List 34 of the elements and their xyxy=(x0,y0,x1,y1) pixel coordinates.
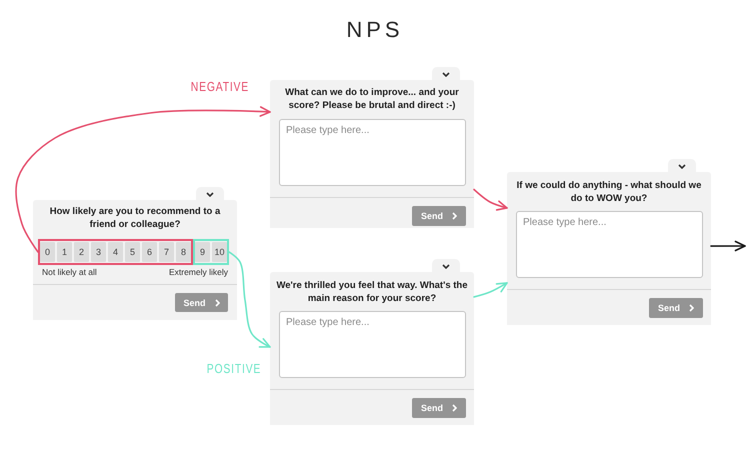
edge-label: POSITIVE xyxy=(206,361,262,376)
arrow xyxy=(228,251,271,348)
question-text: How likely are you to recommend to a friend or colleague? xyxy=(48,205,222,231)
score-button: 4 xyxy=(108,242,123,262)
score-button: 7 xyxy=(159,242,174,262)
highlight-frame xyxy=(193,239,229,265)
score-button: 0 xyxy=(40,242,55,262)
text-input-field: Please type here... xyxy=(279,311,466,378)
send-button: Send xyxy=(412,398,466,418)
question-text: What can we do to improve... and your score? Please be brutal and direct :-) xyxy=(284,86,460,112)
question-text: We're thrilled you feel that way. What's the main reason for your score? xyxy=(276,279,468,305)
score-button: 2 xyxy=(74,242,89,262)
score-button: 9 xyxy=(195,242,210,262)
title: NPS xyxy=(346,16,404,44)
text-input-field: Please type here... xyxy=(279,119,466,186)
score-button: 5 xyxy=(125,242,140,262)
score-button: 8 xyxy=(176,242,191,262)
send-button: Send xyxy=(175,293,228,312)
arrow xyxy=(15,106,271,253)
score-button: 10 xyxy=(212,242,227,262)
edge-label: NEGATIVE xyxy=(190,79,250,94)
scale-label: Not likely at all xyxy=(42,267,97,278)
scale-label: Extremely likely xyxy=(168,267,228,278)
highlight-frame xyxy=(38,239,193,265)
score-button: 3 xyxy=(91,242,106,262)
score-button: 6 xyxy=(142,242,157,262)
arrow xyxy=(473,188,508,211)
question-text: If we could do anything - what should we do to WOW you? xyxy=(516,179,702,205)
send-button: Send xyxy=(412,206,466,226)
arrow xyxy=(473,282,508,298)
arrow xyxy=(710,240,746,252)
text-input-field: Please type here... xyxy=(516,211,703,278)
send-button: Send xyxy=(649,298,703,318)
score-button: 1 xyxy=(57,242,72,262)
